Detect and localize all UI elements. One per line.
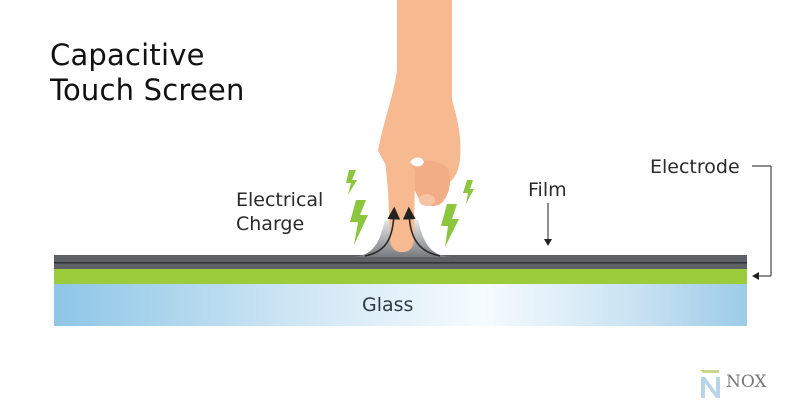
electrode-label: Electrode [650,156,740,178]
hand-illustration [378,0,461,253]
nox-logo-icon [700,370,720,398]
electrical-charge-line-2: Charge [236,213,305,235]
logo-text: NOX [726,372,767,392]
charge-arrows [364,206,441,257]
glass-layer [54,284,747,326]
film-arrow [544,203,552,246]
glass-label: Glass [362,294,414,316]
electrical-charge-label: Electrical Charge [236,188,323,236]
electrode-arrow [752,165,772,280]
title-line-1: Capacitive [50,38,205,72]
film-label: Film [528,179,567,201]
electrode-layer [54,269,747,284]
lightning-bolt-icon [346,170,474,247]
diagram-title: Capacitive Touch Screen [50,38,245,108]
electrical-charge-line-1: Electrical [236,189,324,211]
title-line-2: Touch Screen [50,73,245,107]
